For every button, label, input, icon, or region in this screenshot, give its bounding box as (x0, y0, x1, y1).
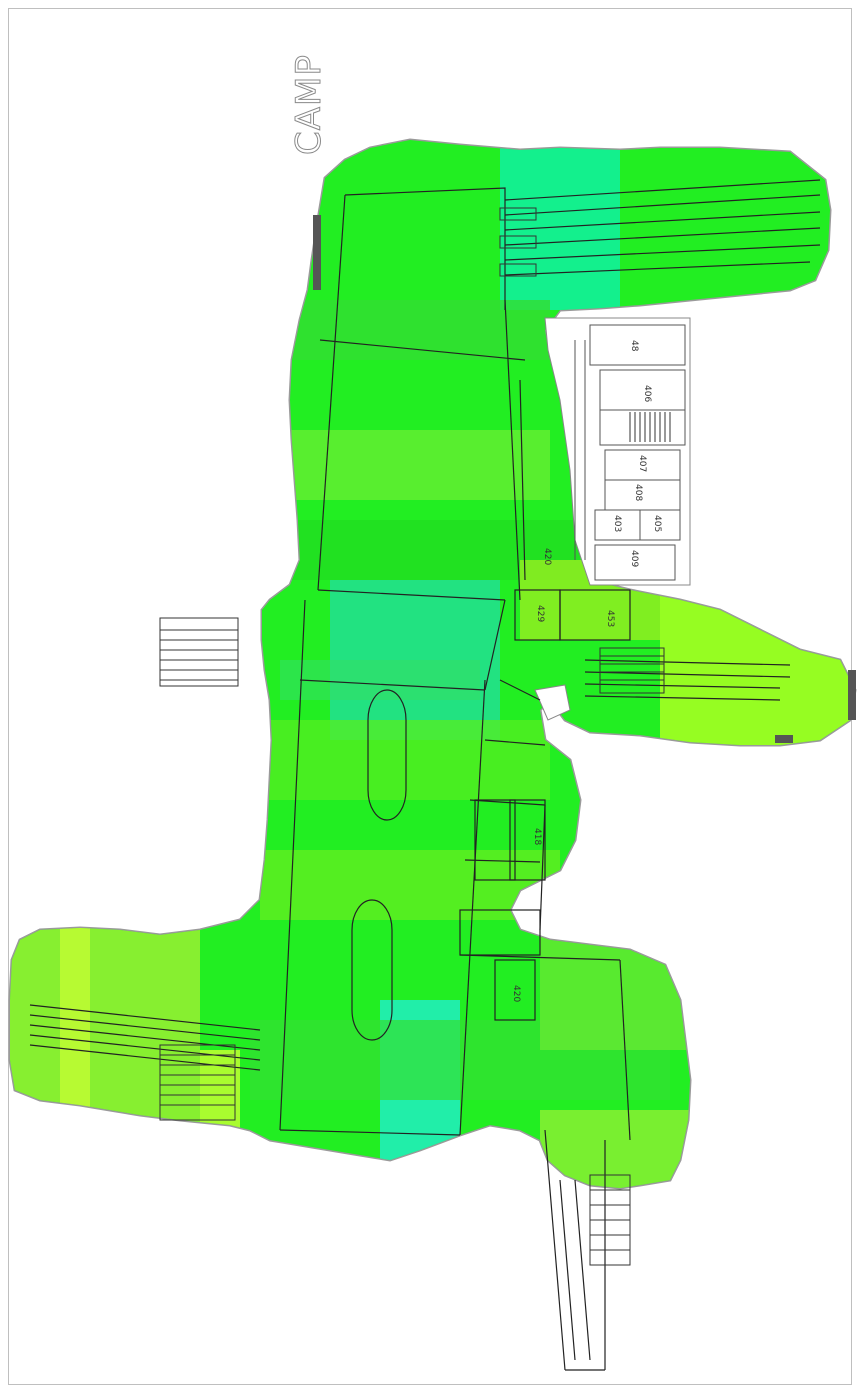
unmeasured-notch (534, 684, 571, 721)
map-title: CAMP (289, 54, 329, 155)
room-label: 407 (637, 455, 647, 472)
staircase-bottom-left (159, 1044, 236, 1121)
unmeasured-building-block (544, 317, 691, 586)
room-label: 429 (535, 605, 545, 622)
room-label: 418 (532, 828, 542, 845)
dark-edge-patch (848, 670, 856, 720)
coverage-zone (10, 900, 200, 1130)
room-label: 406 (642, 385, 652, 402)
room-label: 453 (605, 610, 615, 627)
staircase-top (499, 207, 537, 277)
staircase-left (159, 617, 239, 687)
room-label: 405 (652, 515, 662, 532)
staircase-right (599, 647, 665, 694)
coverage-zone (290, 430, 550, 500)
dark-edge-patch (313, 215, 321, 290)
coverage-zone (540, 1110, 700, 1188)
dark-edge-patch (775, 735, 793, 743)
room-label: 409 (629, 550, 639, 567)
room-label: 48 (629, 340, 639, 352)
coverage-zone (200, 1050, 240, 1130)
coverage-zone (660, 580, 855, 750)
staircase-bottom (589, 1174, 631, 1266)
floor-plan-walls (29, 179, 821, 1371)
room-label: 420 (542, 548, 552, 565)
coverage-zone (60, 900, 90, 1130)
coverage-zone (280, 660, 480, 700)
room-label: 408 (633, 484, 643, 501)
coverage-zone (260, 720, 550, 800)
coverage-zone (280, 300, 550, 360)
room-label: 420 (511, 985, 521, 1002)
room-label: 403 (612, 515, 622, 532)
